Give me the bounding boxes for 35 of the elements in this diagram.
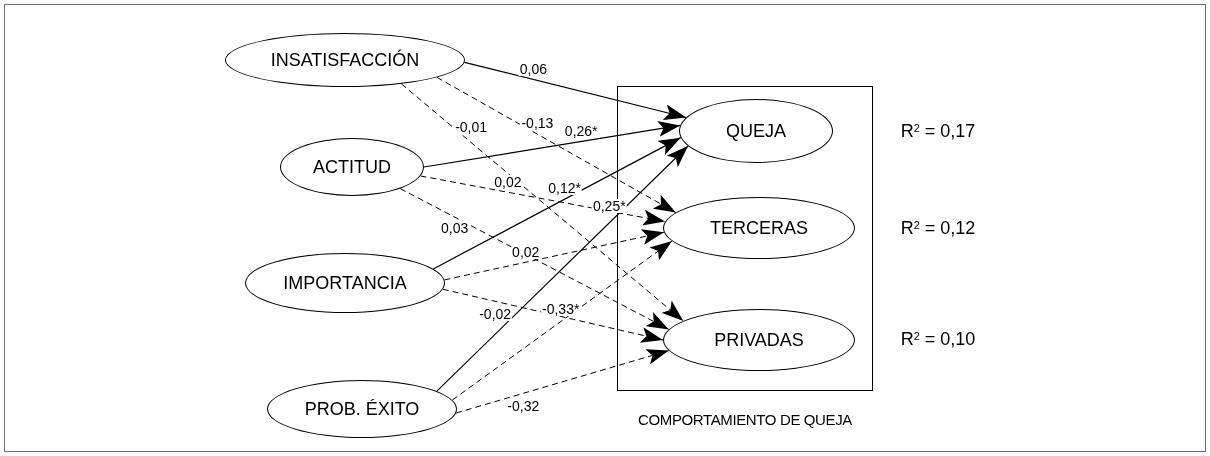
path-arrow (423, 121, 681, 168)
edge-label: 0,02 (493, 175, 523, 190)
edge-label: -0,13 (520, 115, 555, 130)
edge-label: 0,03 (440, 221, 470, 236)
path-arrow (436, 76, 677, 213)
r-squared-label: R$^{2}$ = 0,17 (900, 119, 976, 143)
path-arrow (443, 229, 665, 281)
construct-ellipse: ACTITUD (280, 138, 424, 196)
path-arrow (442, 288, 664, 343)
edge-label: -0,33* (541, 302, 581, 317)
path-arrow (420, 175, 666, 226)
construct-ellipse: TERCERAS (663, 197, 855, 259)
group-title: COMPORTAMIENTO DE QUEJA (638, 410, 852, 430)
construct-ellipse: INSATISFACCIÓN (225, 33, 465, 87)
r-squared-label: R$^{2}$ = 0,12 (900, 216, 976, 240)
path-arrow (399, 188, 670, 330)
construct-ellipse: PROB. ÉXITO (267, 380, 457, 438)
path-arrow (463, 61, 687, 120)
construct-ellipse: QUEJA (679, 99, 833, 163)
edge-label: -0,01 (454, 119, 489, 134)
edge-label: 0,06 (518, 62, 549, 77)
r-squared-label: R$^{2}$ = 0,10 (900, 327, 976, 351)
path-arrow (436, 145, 689, 392)
edge-label: -0,32 (506, 398, 541, 413)
path-arrow (455, 349, 670, 414)
path-arrow (451, 240, 673, 401)
edge-label: 0,02 (511, 245, 541, 259)
path-arrow (400, 83, 684, 322)
edge-label: 0,26* (563, 124, 599, 139)
edge-label: -0,02 (478, 306, 513, 321)
edge-label: 0,12* (547, 180, 582, 195)
edge-label: 0,25* (591, 199, 627, 214)
construct-ellipse: PRIVADAS (663, 309, 855, 371)
path-arrow (432, 137, 682, 270)
construct-ellipse: IMPORTANCIA (245, 253, 445, 313)
